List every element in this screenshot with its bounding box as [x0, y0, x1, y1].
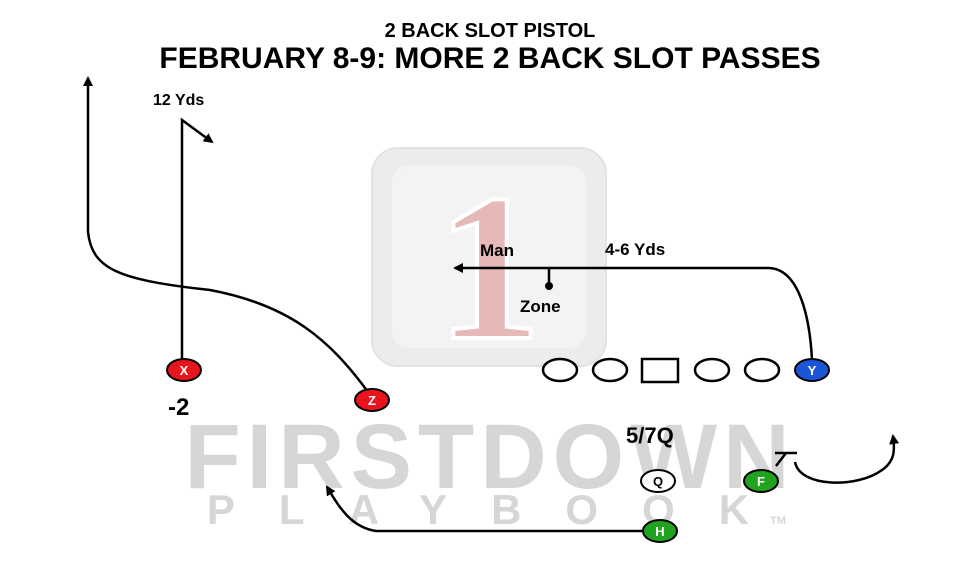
diagram-title: FEBRUARY 8-9: MORE 2 BACK SLOT PASSES	[159, 42, 821, 75]
center	[640, 357, 680, 384]
right-tackle	[743, 357, 781, 383]
y-route	[453, 263, 814, 361]
left-guard	[591, 357, 629, 383]
watermark-line2: PLAYBOOK	[207, 486, 793, 533]
player-x: X	[166, 358, 202, 382]
watermark-line1: FIRSTDOWN	[184, 406, 795, 508]
man-label: Man	[480, 241, 514, 260]
zone-label: Zone	[520, 297, 561, 316]
right-guard	[693, 357, 731, 383]
diagram-subtitle: 2 BACK SLOT PISTOL	[384, 20, 596, 42]
player-q: Q	[640, 469, 676, 493]
h-route	[325, 485, 646, 533]
watermark-logo: 1	[371, 147, 607, 386]
player-h-label: H	[655, 524, 664, 539]
x-route-label: 12 Yds	[153, 92, 204, 109]
f-check-stem	[775, 452, 787, 467]
player-y: Y	[794, 358, 830, 382]
z-route	[83, 76, 370, 393]
option-break-dot	[545, 282, 553, 290]
offensive-line	[541, 357, 781, 384]
player-f: F	[743, 469, 779, 493]
f-route	[793, 434, 900, 484]
qb-read-label: 5/7Q	[626, 423, 674, 448]
player-z-label: Z	[368, 393, 376, 408]
player-q-label: Q	[653, 474, 663, 489]
left-tackle	[541, 357, 579, 383]
player-f-label: F	[757, 474, 765, 489]
x-depth-label: -2	[168, 394, 189, 421]
player-h: H	[642, 519, 678, 543]
player-y-label: Y	[808, 363, 817, 378]
x-route	[180, 117, 214, 360]
y-route-label: 4-6 Yds	[605, 240, 665, 259]
player-x-label: X	[180, 363, 189, 378]
watermark-trademark: TM	[770, 515, 786, 527]
player-z: Z	[354, 388, 390, 412]
